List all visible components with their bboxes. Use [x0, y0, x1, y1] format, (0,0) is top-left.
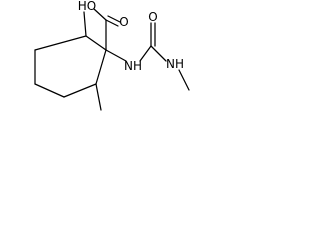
- ring-bond: [63, 83, 97, 98]
- ring-bond: [95, 49, 107, 85]
- structure-diagram: HO O O NH NH: [34, 0, 190, 111]
- acid-carbonyl-bond-1: [105, 19, 119, 27]
- amide-n-bond: [105, 49, 127, 62]
- acid-oh-bond: [93, 8, 107, 21]
- methyl-bond-top: [83, 11, 87, 37]
- urea-carbon-bond: [139, 45, 152, 62]
- methyl-bond-bottom: [95, 83, 102, 111]
- acid-carbonyl-bond-2: [107, 15, 121, 23]
- acid-oxygen-label: O: [119, 15, 128, 29]
- n-methyl-bond: [178, 69, 190, 91]
- ring-bond: [34, 35, 87, 51]
- urea-oxygen-label: O: [148, 10, 157, 24]
- urea-nh-bond: [150, 45, 167, 62]
- amide-nh-label: NH: [124, 59, 142, 73]
- ring-bond: [34, 83, 65, 98]
- terminal-nh-label: NH: [166, 57, 184, 71]
- hydroxyl-label: HO: [78, 0, 96, 13]
- ring-bond: [85, 35, 107, 51]
- molecule-canvas: HO O O NH NH: [0, 0, 208, 142]
